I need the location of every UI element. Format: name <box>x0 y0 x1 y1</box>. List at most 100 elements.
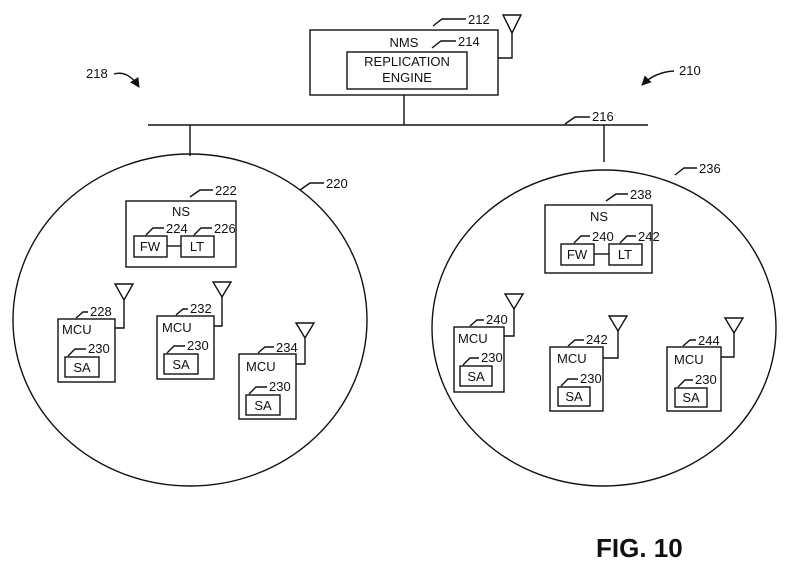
right-network-circle <box>431 169 777 487</box>
fw-label: FW <box>567 247 588 262</box>
ns-ref: 222 <box>215 183 237 198</box>
lt-ref: 226 <box>214 221 236 236</box>
fw-leader <box>573 235 590 244</box>
left-mcu-1: MCU SA 230 228 <box>57 283 135 383</box>
figure-label: FIG. 10 <box>596 533 683 563</box>
lt-label: LT <box>618 247 632 262</box>
mcu-label: MCU <box>62 322 92 337</box>
left-network-circle <box>12 153 368 487</box>
system-ref-right: 210 <box>641 63 701 86</box>
mcu-ref: 228 <box>90 304 112 319</box>
sa-leader <box>166 345 185 354</box>
lt-leader <box>619 235 636 244</box>
right-network-leader <box>674 167 697 176</box>
mcu-label: MCU <box>458 331 488 346</box>
replication-engine-line2: ENGINE <box>382 70 432 85</box>
mcu-label: MCU <box>162 320 192 335</box>
mcu-leader <box>567 339 584 347</box>
nms-ref: 212 <box>468 12 490 27</box>
sa-box <box>674 387 708 408</box>
mcu-ref: 234 <box>276 340 298 355</box>
ns-label: NS <box>590 209 608 224</box>
ns-ref: 238 <box>630 187 652 202</box>
fw-label: FW <box>140 239 161 254</box>
sa-ref: 230 <box>580 371 602 386</box>
right-ns: NS 238 FW LT 240 242 <box>544 187 660 274</box>
mcu-label: MCU <box>246 359 276 374</box>
sa-label: SA <box>73 360 91 375</box>
sa-ref: 230 <box>481 350 503 365</box>
mcu-leader <box>469 319 484 327</box>
mcu-leader <box>682 339 696 347</box>
antenna-icon <box>294 322 316 365</box>
sa-leader <box>462 357 479 366</box>
lt-leader <box>193 227 212 236</box>
lt-label: LT <box>190 239 204 254</box>
fw-ref: 224 <box>166 221 188 236</box>
right-mcu-1: MCU SA 230 240 <box>453 293 525 393</box>
mcu-leader <box>75 311 88 319</box>
sa-leader <box>67 348 86 357</box>
sa-label: SA <box>467 369 485 384</box>
arrow-icon <box>113 72 140 88</box>
antenna-icon <box>211 281 233 327</box>
ns-leader <box>605 193 628 202</box>
left-network: 220 NS 222 FW LT 224 226 MCU SA 230 228 <box>12 153 368 487</box>
sa-box <box>245 394 281 416</box>
replication-engine-line1: REPLICATION <box>364 54 450 69</box>
ns-leader <box>189 189 213 198</box>
nms-label: NMS <box>390 35 419 50</box>
antenna-icon <box>503 293 525 337</box>
nms-leader-line <box>432 18 466 27</box>
sa-leader <box>248 386 267 395</box>
sa-leader <box>677 379 693 388</box>
fw-leader <box>145 227 164 236</box>
sa-label: SA <box>565 389 583 404</box>
sa-ref: 230 <box>88 341 110 356</box>
system-ref-left: 218 <box>86 66 140 88</box>
mcu-label: MCU <box>674 352 704 367</box>
replication-engine-box <box>346 51 468 90</box>
ns-label: NS <box>172 204 190 219</box>
nms-antenna-icon <box>498 14 523 59</box>
sa-box <box>64 356 100 378</box>
sa-label: SA <box>172 357 190 372</box>
sa-box <box>163 353 199 375</box>
right-mcu-2: MCU SA 230 242 <box>549 315 629 412</box>
system-ref-right-label: 210 <box>679 63 701 78</box>
sa-label: SA <box>682 390 700 405</box>
mcu-leader <box>175 308 188 316</box>
bus-leader-line <box>564 116 590 125</box>
sa-box <box>459 365 493 387</box>
engine-ref: 214 <box>458 34 480 49</box>
left-ns: NS 222 FW LT 224 226 <box>125 183 237 268</box>
antenna-icon <box>721 317 745 358</box>
left-mcu-2: MCU SA 230 232 <box>156 281 233 380</box>
engine-leader-line <box>431 40 456 49</box>
mcu-ref: 240 <box>486 312 508 327</box>
antenna-icon <box>603 315 629 359</box>
left-mcu-3: MCU SA 230 234 <box>238 322 316 420</box>
left-network-ref: 220 <box>326 176 348 191</box>
mcu-ref: 244 <box>698 333 720 348</box>
mcu-label: MCU <box>557 351 587 366</box>
arrow-icon <box>641 70 675 86</box>
sa-ref: 230 <box>187 338 209 353</box>
sa-ref: 230 <box>269 379 291 394</box>
right-network: 236 NS 238 FW LT 240 242 MCU SA 230 240 <box>431 161 777 487</box>
sa-label: SA <box>254 398 272 413</box>
mcu-leader <box>257 346 274 354</box>
bus-ref: 216 <box>592 109 614 124</box>
mcu-ref: 232 <box>190 301 212 316</box>
network-bus: 216 <box>148 95 648 162</box>
antenna-icon <box>113 283 135 329</box>
sa-ref: 230 <box>695 372 717 387</box>
mcu-ref: 242 <box>586 332 608 347</box>
left-network-leader <box>299 182 324 191</box>
sa-box <box>557 386 591 407</box>
nms-node: NMS REPLICATION ENGINE 214 212 <box>309 12 523 96</box>
right-mcu-3: MCU SA 230 244 <box>666 317 745 412</box>
lt-ref: 242 <box>638 229 660 244</box>
fw-ref: 240 <box>592 229 614 244</box>
